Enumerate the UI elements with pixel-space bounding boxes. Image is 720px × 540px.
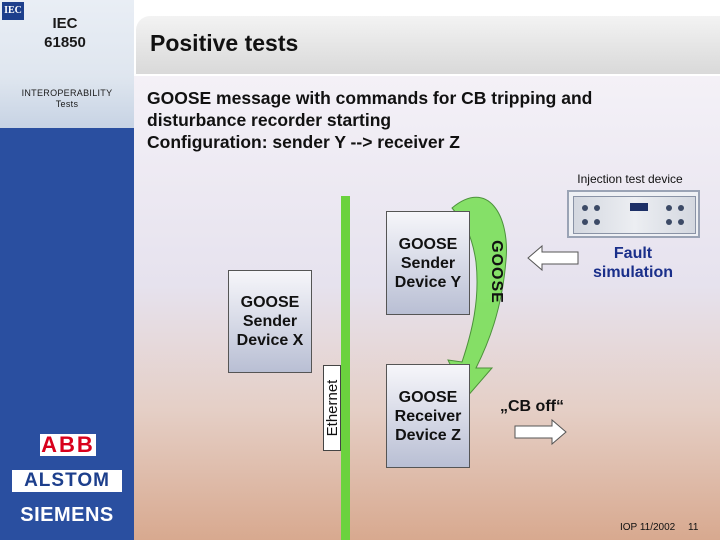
device-display — [630, 203, 648, 211]
page-title: Positive tests — [150, 30, 299, 56]
goose-sender-device-x: GOOSE Sender Device X — [228, 270, 312, 373]
device-knob — [594, 205, 600, 211]
device-knob — [666, 219, 672, 225]
fault-line-1: Fault — [613, 245, 653, 262]
interop-label: INTEROPERABILITY Tests — [0, 88, 134, 110]
goose-receiver-device-z: GOOSE Receiver Device Z — [386, 364, 470, 468]
fault-simulation-label: Fault simulation — [580, 244, 686, 282]
receiver-z-line-3: Device Z — [395, 426, 461, 444]
sender-x-line-2: Sender — [242, 313, 298, 330]
subtitle-line-2: disturbance recorder starting — [147, 110, 392, 130]
iec-brand-text: IEC 61850 — [20, 14, 110, 52]
siemens-logo: SIEMENS — [20, 504, 114, 526]
sidebar-brand-panel: IEC IEC 61850 INTEROPERABILITY Tests — [0, 0, 134, 128]
injection-test-device-label: Injection test device — [577, 172, 683, 186]
fault-line-2: simulation — [592, 264, 673, 281]
abb-logo: ABB — [40, 432, 96, 457]
ethernet-label: Ethernet — [324, 379, 341, 437]
page-number: 11 — [688, 522, 699, 533]
sender-y-line-1: GOOSE — [398, 235, 458, 253]
interop-line-2: Tests — [55, 99, 79, 109]
sender-x-line-3: Device X — [236, 332, 304, 349]
alstom-logo: ALSTOM — [12, 470, 122, 492]
goose-sender-device-y: GOOSE Sender Device Y — [386, 211, 470, 315]
iec-logo: IEC — [2, 2, 24, 20]
cb-off-arrow — [514, 418, 567, 446]
subtitle-line-3: Configuration: sender Y --> receiver Z — [147, 132, 460, 152]
device-knob — [582, 205, 588, 211]
subtitle: GOOSE message with commands for CB tripp… — [147, 87, 707, 153]
device-knob — [678, 219, 684, 225]
sender-x-line-1: GOOSE — [240, 294, 300, 311]
device-panel — [573, 196, 696, 234]
fault-arrow — [527, 244, 579, 272]
brand-line-1: IEC — [52, 15, 78, 32]
subtitle-line-1: GOOSE message with commands for CB tripp… — [147, 88, 593, 108]
cb-off-label: „CB off“ — [500, 398, 564, 415]
receiver-z-line-1: GOOSE — [398, 388, 458, 406]
sender-y-line-2: Sender — [400, 254, 456, 272]
sender-y-line-3: Device Y — [394, 273, 462, 291]
goose-arrow — [447, 196, 507, 399]
device-knob — [666, 205, 672, 211]
injection-test-device-icon — [567, 190, 700, 238]
goose-arrow-label: GOOSE — [488, 240, 505, 304]
device-knob — [582, 219, 588, 225]
ethernet-label-box — [323, 365, 341, 451]
footer-date: IOP 11/2002 — [620, 522, 676, 533]
device-knob — [594, 219, 600, 225]
ethernet-bus — [341, 196, 350, 540]
device-knob — [678, 205, 684, 211]
title-box — [136, 16, 720, 74]
brand-line-2: 61850 — [44, 34, 86, 51]
receiver-z-line-2: Receiver — [394, 407, 462, 425]
interop-line-1: INTEROPERABILITY — [21, 88, 113, 98]
